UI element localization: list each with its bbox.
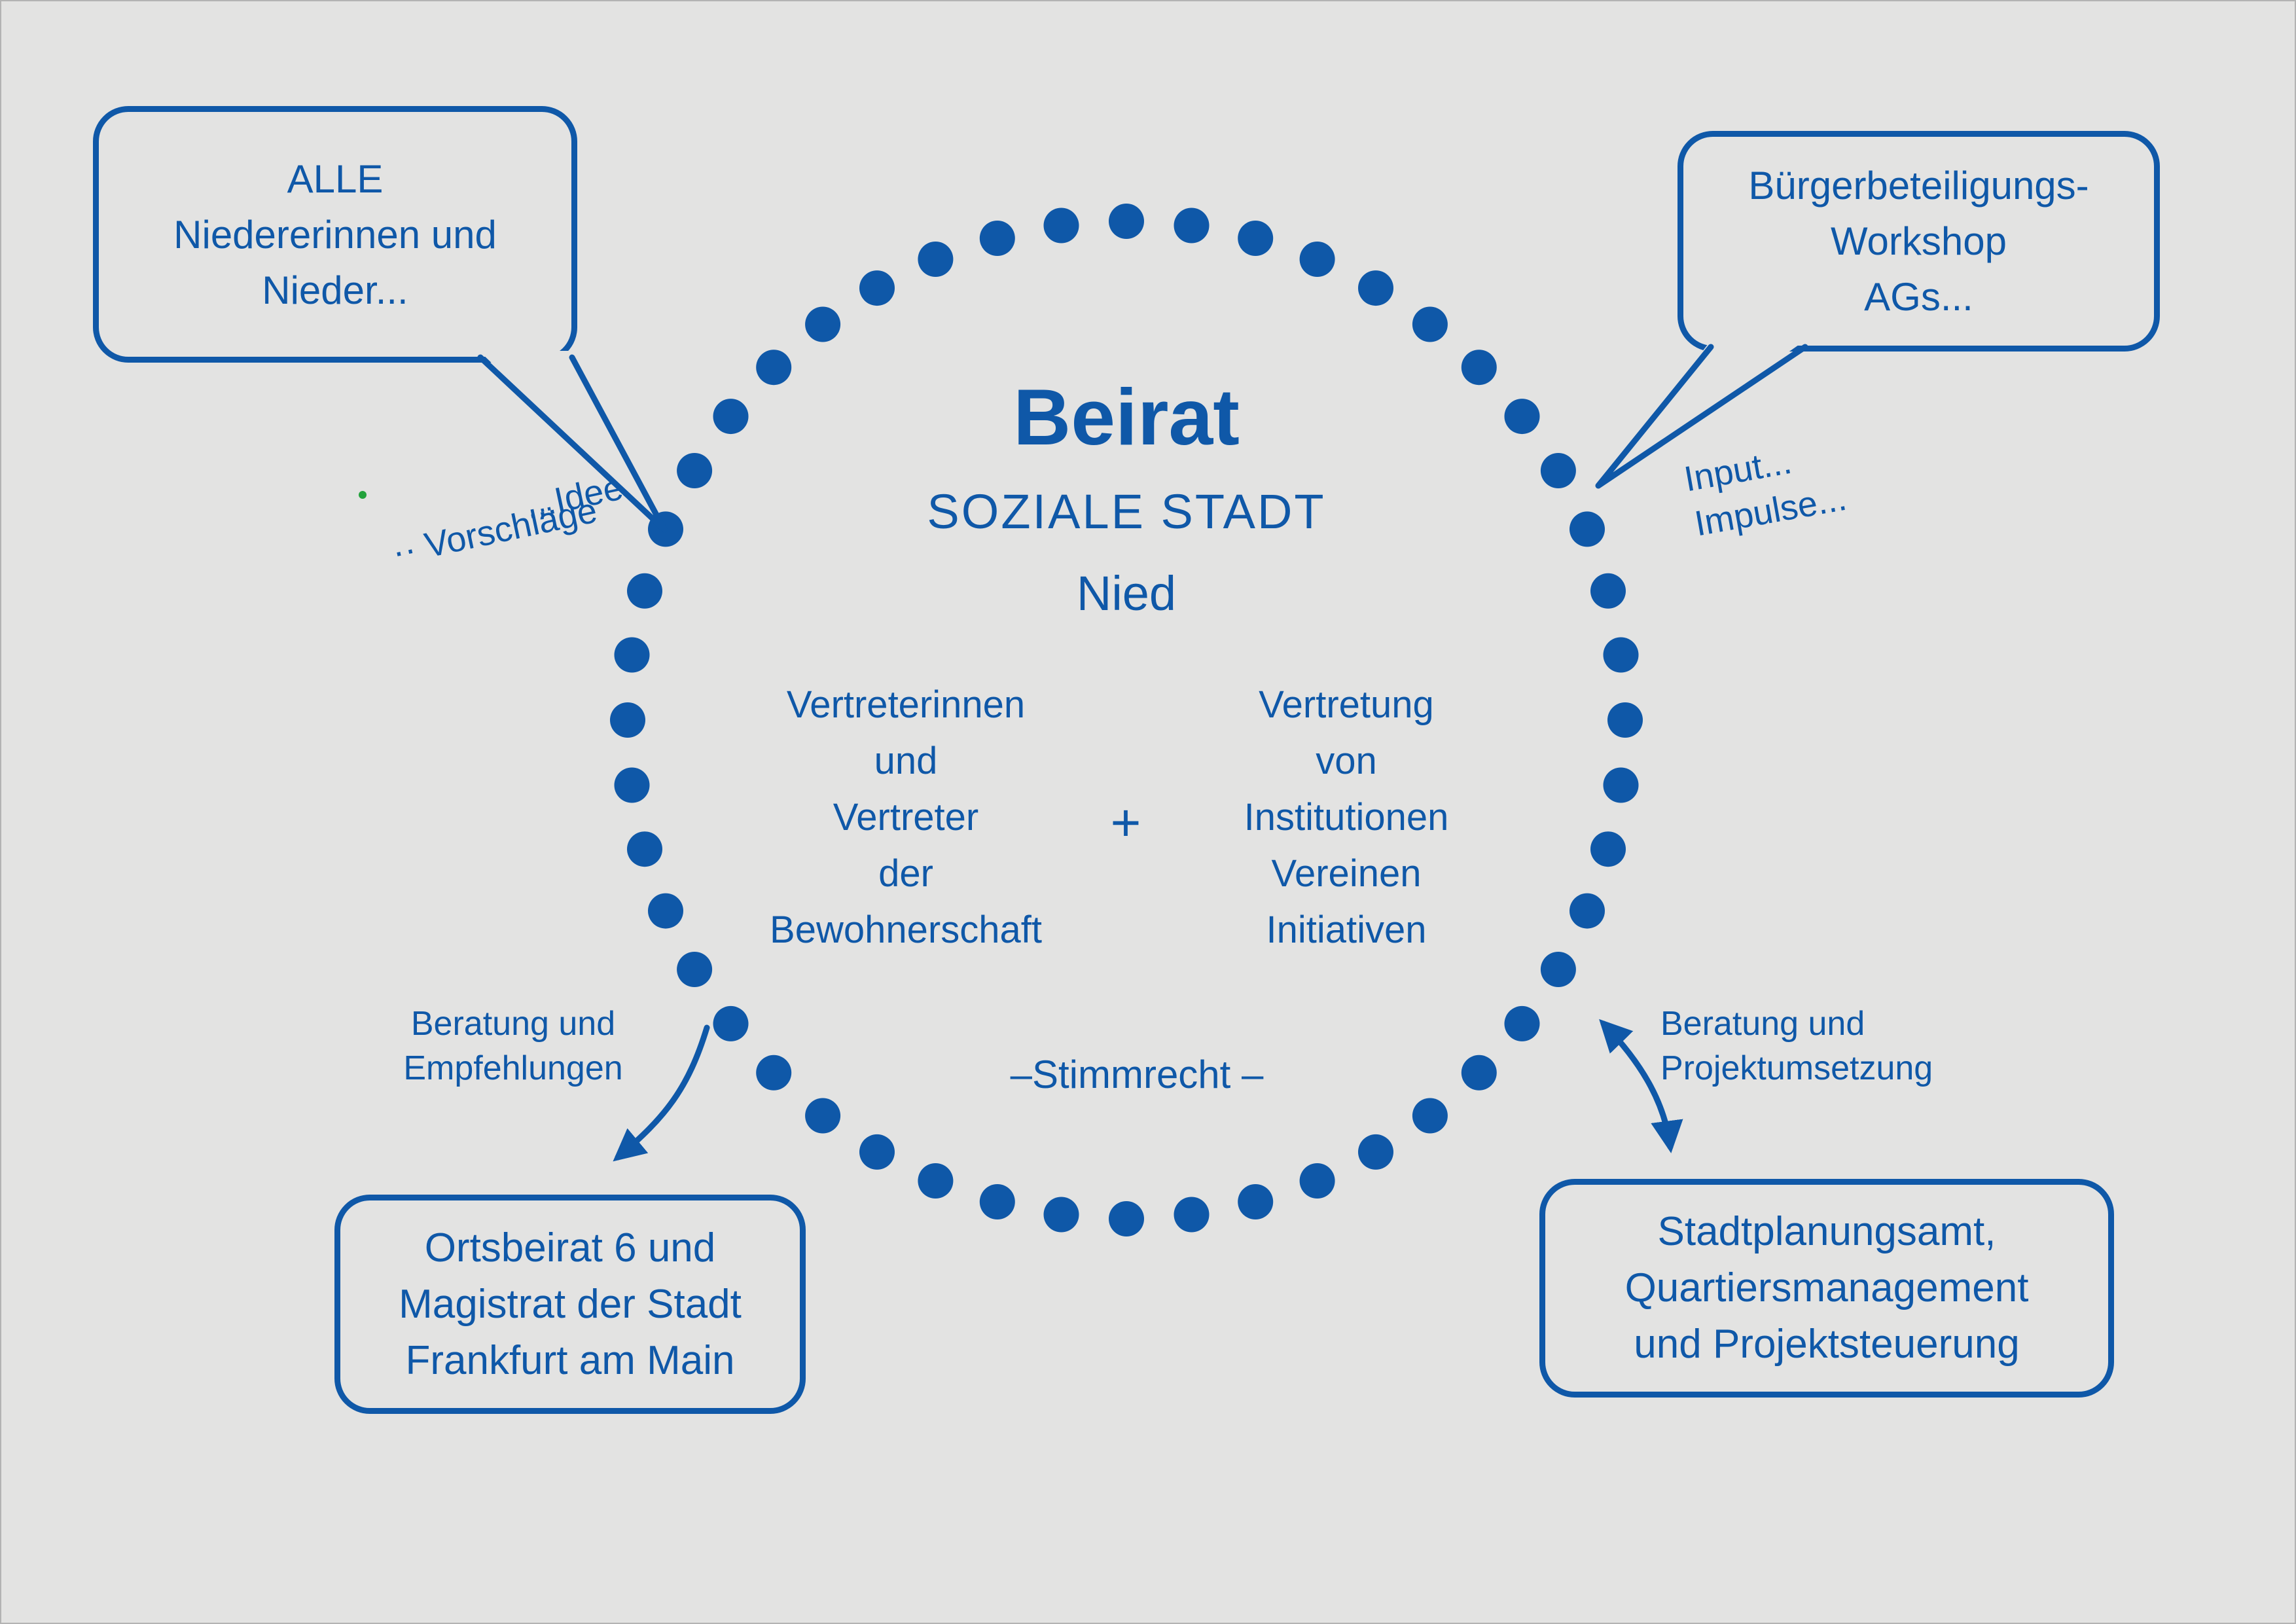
box-bottom-right-text: Stadtplanungsamt, Quartiersmanagement un…	[1624, 1209, 2029, 1367]
box-bottom-left: Ortsbeirat 6 und Magistrat der Stadt Fra…	[334, 1195, 806, 1414]
circle-left-column: Vertreterinnen und Vertreter der Bewohne…	[770, 683, 1042, 951]
ring-dot	[859, 1134, 895, 1170]
arrow-double-stadtplanungsamt	[1599, 1019, 1683, 1153]
dotted-circle	[610, 204, 1643, 1236]
ring-dot	[979, 1184, 1015, 1219]
ring-dot	[1109, 204, 1144, 239]
plus-sign: +	[1110, 793, 1141, 852]
small-green-mark	[359, 491, 367, 499]
circle-subtitle-1: SOZIALE STADT	[927, 484, 1326, 539]
bubble-top-left: ALLE Niedererinnen und Nieder...	[93, 106, 577, 363]
bubble-tail-top-right	[1595, 344, 1808, 489]
ring-dot	[979, 221, 1015, 256]
ring-dot	[918, 1163, 954, 1199]
arrow-to-ortsbeirat	[613, 1024, 710, 1162]
ring-dot	[1358, 270, 1393, 306]
bubble-tail-top-left	[477, 354, 668, 533]
ring-dot	[859, 270, 895, 306]
ring-dot	[756, 350, 792, 386]
ring-dot	[1570, 511, 1605, 547]
beratung-empfehlungen-label: Beratung und Empfehlungen	[403, 1005, 623, 1087]
ring-dot	[614, 767, 650, 803]
ring-dot	[677, 453, 713, 488]
ring-dot	[1109, 1201, 1144, 1236]
ring-dot	[1299, 1163, 1335, 1199]
ring-dot	[627, 831, 662, 867]
ring-dot	[1540, 453, 1576, 488]
ring-dot	[1607, 702, 1643, 738]
ring-dot	[805, 1098, 841, 1134]
ring-dot	[1570, 893, 1605, 929]
ring-dot	[1603, 767, 1639, 803]
box-bottom-right: Stadtplanungsamt, Quartiersmanagement un…	[1539, 1179, 2114, 1398]
ring-dot	[1238, 221, 1274, 256]
ring-dot	[627, 573, 662, 609]
ring-dot	[1174, 208, 1210, 244]
beratung-projektumsetzung-label: Beratung und Projektumsetzung	[1660, 1005, 1933, 1087]
ring-dot	[677, 952, 713, 987]
ring-dot	[1358, 1134, 1393, 1170]
circle-right-column: Vertretung von Institutionen Vereinen In…	[1244, 683, 1449, 951]
circle-title-block: Beirat SOZIALE STADT Nied	[927, 365, 1325, 633]
ring-dot	[713, 399, 749, 435]
ring-dot	[614, 637, 650, 673]
bubble-top-left-text: ALLE Niedererinnen und Nieder...	[173, 156, 497, 312]
ring-dot	[1412, 1098, 1448, 1134]
ring-dot	[1461, 1055, 1497, 1091]
ring-dot	[1043, 208, 1079, 244]
ring-dot	[918, 242, 954, 277]
bubble-top-right: Bürgerbeteiligungs- Workshop AGs...	[1677, 131, 2160, 352]
ring-dot	[1540, 952, 1576, 987]
ring-dot	[1461, 350, 1497, 386]
ring-dot	[1590, 831, 1626, 867]
ring-dot	[1412, 306, 1448, 342]
ring-dot	[1238, 1184, 1274, 1219]
ring-dot	[1504, 399, 1540, 435]
ring-dot	[756, 1055, 792, 1091]
ring-dot	[1174, 1197, 1210, 1233]
ring-dot	[1590, 573, 1626, 609]
ring-dot	[1299, 242, 1335, 277]
box-bottom-left-text: Ortsbeirat 6 und Magistrat der Stadt Fra…	[399, 1225, 742, 1383]
circle-subtitle-2: Nied	[1076, 566, 1177, 621]
ring-dot	[1603, 637, 1639, 673]
ring-dot	[1504, 1005, 1540, 1041]
stimmrecht-note: –Stimmrecht –	[1010, 1053, 1264, 1096]
ring-dot	[648, 893, 683, 929]
bubble-top-right-text: Bürgerbeteiligungs- Workshop AGs...	[1748, 164, 2089, 319]
ring-dot	[610, 702, 645, 738]
ring-dot	[1043, 1197, 1079, 1233]
circle-title: Beirat	[1013, 372, 1240, 461]
ring-dot	[713, 1005, 749, 1041]
ring-dot	[805, 306, 841, 342]
